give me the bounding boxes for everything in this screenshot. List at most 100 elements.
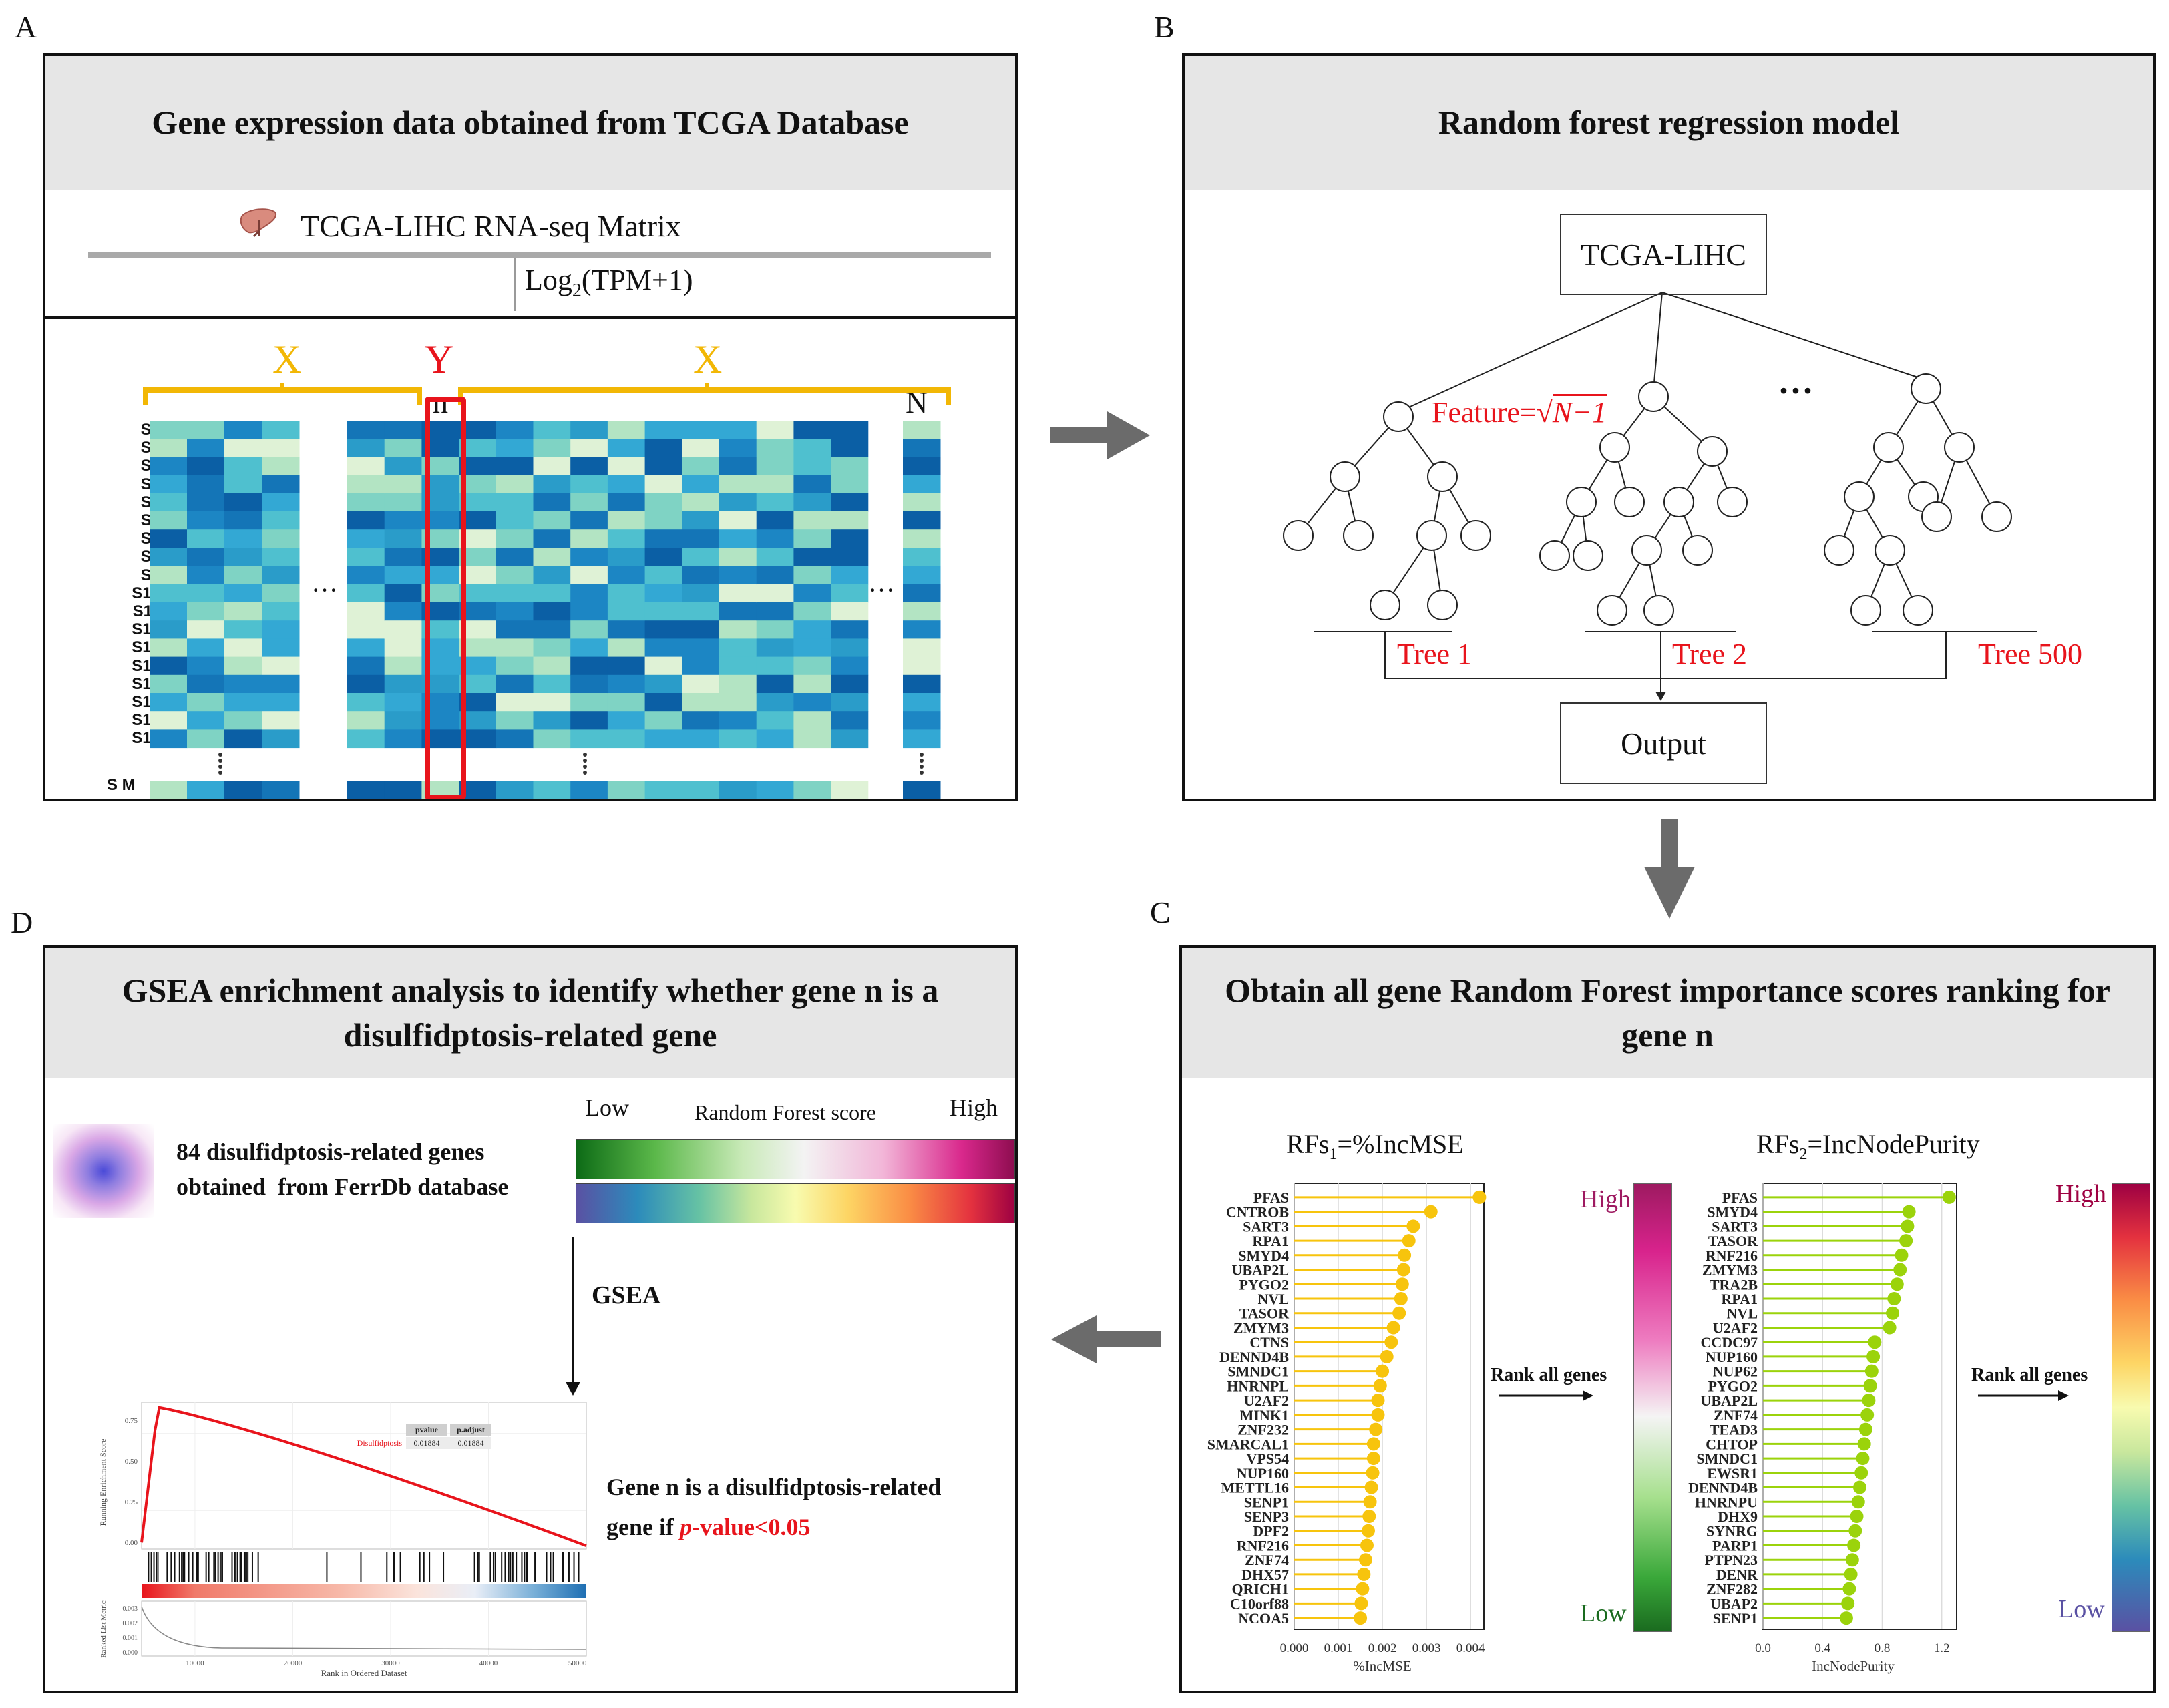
heatmap-cell xyxy=(719,711,757,730)
heatmap-cell xyxy=(187,566,225,585)
heatmap-cell xyxy=(262,674,300,694)
gene-label: CNTROB xyxy=(1226,1204,1289,1221)
tree-1-label: Tree 1 xyxy=(1397,638,1472,670)
heatmap-cell xyxy=(187,548,225,567)
gene-label: ZNF282 xyxy=(1706,1581,1758,1598)
heatmap-cell xyxy=(682,620,720,639)
heatmap-cell xyxy=(644,529,682,548)
x-tick-label: 0.0 xyxy=(1755,1641,1771,1655)
heatmap-cell xyxy=(187,693,225,712)
heatmap-cell xyxy=(224,439,262,457)
heatmap-cell xyxy=(187,421,225,439)
heatmap-cell xyxy=(756,548,794,567)
tree-edge xyxy=(1661,292,1927,381)
heatmap-cell xyxy=(533,493,571,512)
heatmap-cell xyxy=(682,729,720,749)
feature-expr: N−1 xyxy=(1552,394,1607,429)
output-node-label: Output xyxy=(1621,726,1706,761)
transform-arrow-line xyxy=(514,258,516,311)
tree-node xyxy=(1921,501,1952,532)
heatmap-cell xyxy=(262,475,300,494)
heatmap-cell xyxy=(607,620,646,639)
metric-x-tick: 40000 xyxy=(479,1659,498,1667)
lollipop-point xyxy=(1901,1219,1915,1233)
heatmap-cell xyxy=(793,729,831,749)
heatmap-cell xyxy=(496,674,534,694)
gene-label: SMARCAL1 xyxy=(1207,1436,1289,1452)
metric-x-tick: 30000 xyxy=(381,1659,400,1667)
metric-x-tick: 50000 xyxy=(568,1659,587,1667)
lollipop-point xyxy=(1839,1611,1853,1625)
metric-y-tick: 0.003 xyxy=(123,1605,138,1613)
lollipop-point xyxy=(1854,1466,1868,1480)
heatmap-cell xyxy=(570,674,608,694)
heatmap-cell xyxy=(347,638,385,658)
heatmap-cell xyxy=(570,529,608,548)
lollipop-point xyxy=(1380,1349,1394,1363)
heatmap-cell xyxy=(831,711,869,730)
transform-sub: 2 xyxy=(572,280,582,301)
heatmap-cell xyxy=(347,656,385,676)
metric-y-tick: 0.002 xyxy=(123,1620,138,1627)
metric-y-tick: 0.000 xyxy=(123,1649,138,1657)
gene-label: NVL xyxy=(1258,1291,1289,1307)
heatmap-cell xyxy=(262,439,300,457)
heatmap-cell xyxy=(384,439,422,457)
gene-label: DHX9 xyxy=(1718,1508,1758,1525)
heatmap-cell xyxy=(347,475,385,494)
gene-label: NVL xyxy=(1727,1305,1758,1322)
heatmap-cell xyxy=(831,421,869,439)
output-node-box: Output xyxy=(1560,702,1767,784)
gene-label: SYNRG xyxy=(1706,1523,1758,1540)
ellipsis-right: ··· xyxy=(868,575,895,605)
heatmap-cell xyxy=(347,729,385,749)
heatmap-cell xyxy=(496,620,534,639)
heatmap-cell xyxy=(756,529,794,548)
lollipop-point xyxy=(1395,1277,1409,1291)
colorbar-spectral xyxy=(2112,1183,2150,1632)
metric-x-tick: 10000 xyxy=(186,1659,204,1667)
score-title: Random Forest score xyxy=(695,1100,876,1124)
lollipop-point xyxy=(1358,1553,1372,1567)
arrow-b-to-c xyxy=(1644,819,1695,919)
left-title-sub: 1 xyxy=(1329,1146,1338,1163)
heatmap-cell xyxy=(607,674,646,694)
heatmap-cell xyxy=(756,439,794,457)
lollipop-point xyxy=(1366,1466,1380,1480)
heatmap-cell xyxy=(496,439,534,457)
tree-node xyxy=(1697,436,1728,467)
gene-label: ZNF74 xyxy=(1714,1407,1758,1424)
heatmap-cell xyxy=(224,457,262,476)
heatmap-cell xyxy=(262,566,300,585)
heatmap-cell xyxy=(903,475,941,494)
heatmap-cell xyxy=(347,584,385,603)
lollipop-point xyxy=(1851,1495,1865,1509)
heatmap-cell xyxy=(533,729,571,749)
heatmap-cell xyxy=(831,656,869,676)
n-label: n xyxy=(433,385,448,419)
lollipop-point xyxy=(1857,1437,1871,1451)
es-y-tick: 0.50 xyxy=(125,1458,138,1466)
x-tick-label: 0.004 xyxy=(1456,1641,1485,1655)
heatmap-cell xyxy=(150,729,188,749)
heatmap-cell xyxy=(187,656,225,676)
lollipop-point xyxy=(1356,1582,1370,1596)
metric-frame xyxy=(141,1600,587,1657)
heatmap-cell xyxy=(384,511,422,530)
heatmap-cell xyxy=(570,548,608,567)
heatmap-cell xyxy=(150,584,188,603)
lollipop-point xyxy=(1369,1422,1383,1436)
feature-prefix: Feature= xyxy=(1432,396,1537,429)
heatmap-cell xyxy=(793,421,831,439)
gene-label: SART3 xyxy=(1712,1218,1758,1235)
heatmap-cell xyxy=(496,511,534,530)
heatmap-cell xyxy=(607,566,646,585)
heatmap-cell xyxy=(384,602,422,621)
lollipop-point xyxy=(1357,1567,1371,1581)
tree-node xyxy=(1573,540,1603,571)
heatmap-cell xyxy=(150,638,188,658)
gene-label: PFAS xyxy=(1253,1189,1289,1206)
heatmap-cell xyxy=(150,548,188,567)
colorbar-low-2: Low xyxy=(2058,1595,2105,1623)
heatmap-cell xyxy=(682,693,720,712)
